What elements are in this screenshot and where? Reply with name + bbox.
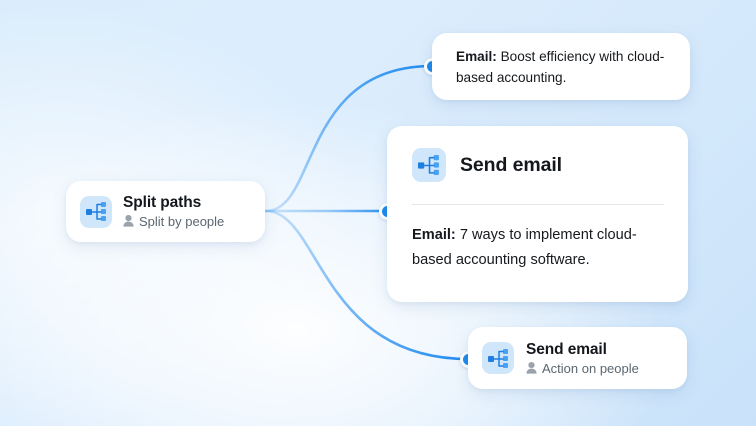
split-paths-icon: [80, 195, 112, 228]
send-email-title: Send email: [460, 153, 562, 176]
split-paths-subtitle: Split by people: [139, 213, 225, 229]
top-email-label: Email:: [456, 49, 497, 64]
person-icon: [526, 362, 537, 374]
send-email-body: Email: 7 ways to implement cloud-based a…: [387, 205, 688, 273]
send-email-text: 7 ways to implement cloud-based accounti…: [412, 227, 637, 268]
split-paths-icon: [482, 342, 514, 374]
top-email-snippet: Email: Boost efficiency with cloud-based…: [456, 46, 672, 88]
top-email-card[interactable]: Email: Boost efficiency with cloud-based…: [432, 33, 690, 100]
send-email-action-card[interactable]: Send email Action on people: [468, 327, 687, 389]
send-email-action-subtitle-row: Action on people: [526, 360, 639, 377]
send-email-action-title: Send email: [526, 340, 607, 358]
send-email-action-subtitle: Action on people: [542, 360, 639, 376]
split-paths-title: Split paths: [123, 193, 202, 211]
split-paths-node[interactable]: Split paths Split by people: [66, 181, 265, 242]
send-email-label: Email:: [412, 227, 456, 243]
split-paths-text: Split paths Split by people: [123, 194, 224, 230]
card-divider: [412, 204, 664, 205]
person-icon: [123, 215, 134, 227]
send-email-action-text: Send email Action on people: [526, 340, 639, 377]
split-paths-subtitle-row: Split by people: [123, 213, 224, 230]
split-paths-icon: [412, 148, 446, 182]
send-email-header: Send email: [387, 126, 688, 182]
send-email-expanded-card[interactable]: Send email Email: 7 ways to implement cl…: [387, 126, 688, 302]
top-email-text: Boost efficiency with cloud-based accoun…: [456, 49, 665, 85]
